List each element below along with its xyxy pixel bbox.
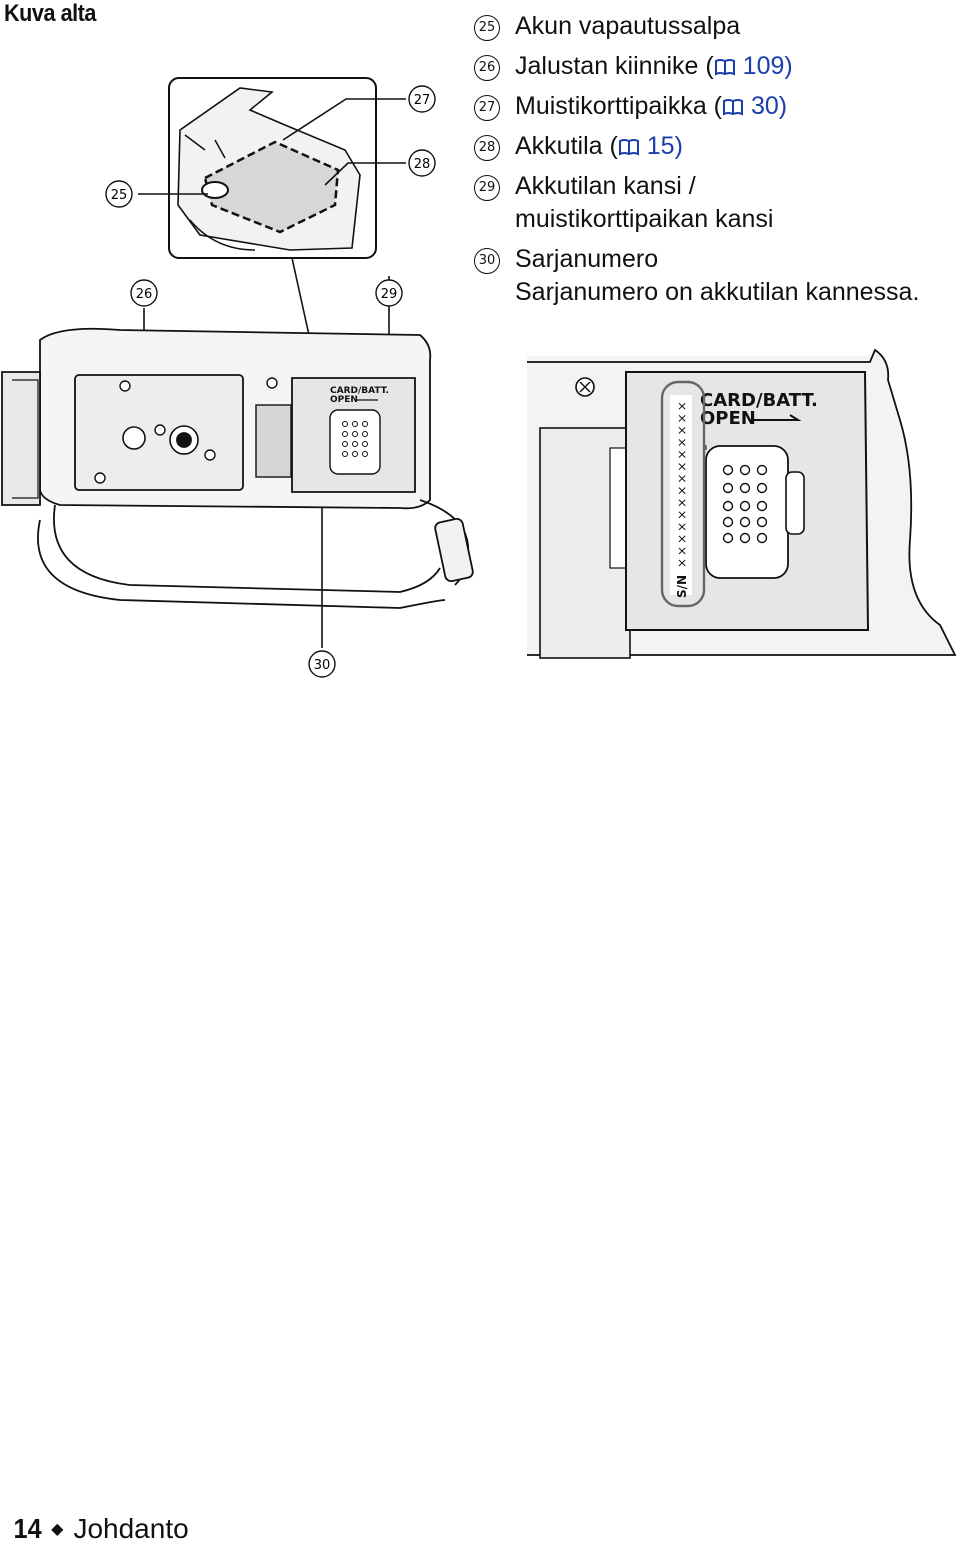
battery-compartment-inset [168,77,377,259]
callout-27: 27 [408,85,436,113]
svg-text:27: 27 [414,93,431,108]
legend-item-29: 29 Akkutilan kansi / muistikorttipaikan … [474,168,960,241]
page-reference: 15) [646,132,683,160]
serial-number-highlight [660,380,706,608]
legend-item-26: 26 Jalustan kiinnike ( 109) [474,48,960,88]
legend-item-25: 25 Akun vapautussalpa [474,8,960,48]
serial-number-detail: CARD/BATT. OPEN S/N ×××××××××××××× [527,348,957,659]
callout-26: 26 [130,279,158,307]
legend-text: Akkutilan kansi / [515,172,696,200]
svg-text:CARD/BATT.: CARD/BATT. [700,390,818,411]
page-title: Kuva alta [4,0,96,27]
callout-25: 25 [105,180,133,208]
svg-text:25: 25 [111,188,128,203]
page-reference: 30) [750,92,788,120]
legend-text: Muistikorttipaikka ( [515,92,722,120]
legend-number: 25 [474,15,500,41]
camcorder-bottom-illustration: 25 27 28 26 29 30 [1,77,957,678]
callout-30: 30 [308,650,336,678]
legend-number: 30 [474,248,500,274]
svg-text:28: 28 [414,157,431,172]
page-number: 14 [13,1513,42,1544]
page-footer: 14 ◆ Johdanto [12,1513,189,1545]
section-name: Johdanto [73,1513,189,1544]
legend-text: Akkutila ( [515,132,618,160]
legend-text: Akun vapautussalpa [515,12,741,40]
svg-text:OPEN: OPEN [330,395,358,405]
book-icon [714,52,736,76]
svg-text:30: 30 [314,658,331,673]
svg-text:OPEN: OPEN [700,408,756,429]
book-icon [618,132,640,156]
page-reference-link[interactable]: 109) [714,52,793,80]
svg-text:26: 26 [136,287,153,302]
legend-text: Sarjanumero [515,245,659,273]
legend-item-30: 30 Sarjanumero Sarjanumero on akkutilan … [474,241,960,314]
legend-item-28: 28 Akkutila ( 15) [474,128,960,168]
legend-item-27: 27 Muistikorttipaikka ( 30) [474,88,960,128]
callout-29: 29 [375,279,403,307]
book-icon [722,92,744,116]
legend-note: Sarjanumero on akkutilan kannessa. [515,278,920,306]
legend-text-line2: muistikorttipaikan kansi [515,205,774,233]
svg-text:CARD/BATT.: CARD/BATT. [330,386,389,396]
page-reference-link[interactable]: 15) [618,132,683,160]
legend-number: 26 [474,55,500,81]
legend-number: 29 [474,175,500,201]
diamond-bullet-icon: ◆ [51,1521,64,1538]
svg-text:29: 29 [381,287,398,302]
legend-number: 27 [474,95,500,121]
svg-text:××××××××××××××: ×××××××××××××× [675,399,689,568]
callout-28: 28 [408,149,436,177]
page-reference: 109) [742,52,793,80]
legend-number: 28 [474,135,500,161]
page-reference-link[interactable]: 30) [722,92,787,120]
legend-text: Jalustan kiinnike ( [515,52,714,80]
camcorder-body: CARD/BATT. OPEN [1,327,432,510]
hand-strap [37,499,474,609]
parts-legend: 25 Akun vapautussalpa 26 Jalustan kiinni… [474,8,960,314]
svg-text:S/N: S/N [675,575,689,598]
